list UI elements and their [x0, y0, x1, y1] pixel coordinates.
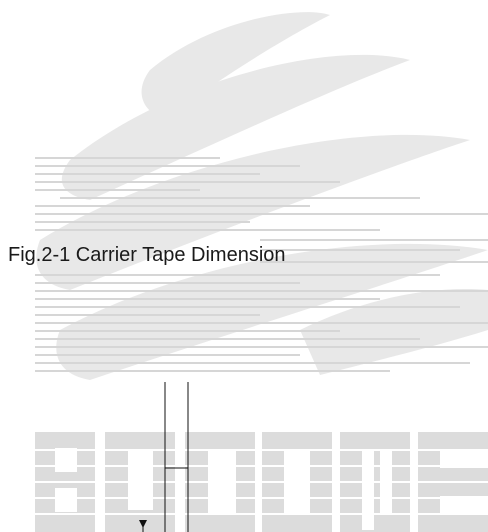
watermark-letter-gaps — [35, 449, 488, 515]
watermark-streaks — [35, 157, 488, 372]
watermark-letter-counters — [55, 448, 488, 530]
arrow-head — [139, 520, 147, 528]
figure-caption: Fig.2-1 Carrier Tape Dimension — [8, 244, 286, 266]
watermark-swooshes — [36, 12, 488, 380]
